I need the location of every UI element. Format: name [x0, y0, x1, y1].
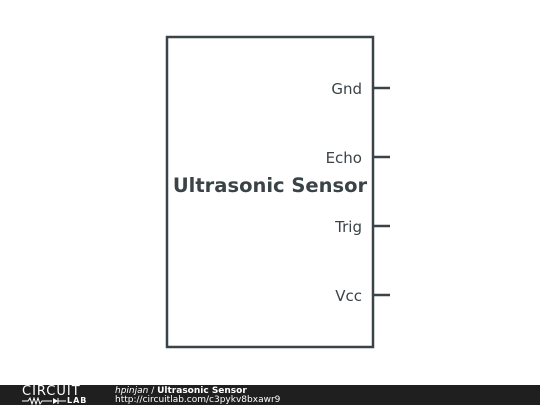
pin-label-gnd: Gnd — [331, 80, 362, 98]
project-name[interactable]: Ultrasonic Sensor — [157, 386, 247, 396]
project-url[interactable]: http://circuitlab.com/c3pykv8bxawr9 — [115, 395, 281, 405]
footer-bar: CIRCUIT LAB hpinjan / Ultrasonic Sensor … — [0, 385, 540, 405]
credit-separator: / — [148, 386, 158, 396]
schematic-diagram: Gnd Echo Trig Vcc Ultrasonic Sensor — [165, 35, 390, 349]
logo-text-circuit: CIRCUIT — [22, 384, 81, 399]
pin-label-echo: Echo — [326, 149, 362, 167]
component-body[interactable] — [165, 35, 375, 349]
author-name[interactable]: hpinjan — [115, 386, 149, 396]
credit-line: hpinjan / Ultrasonic Sensor — [115, 386, 247, 396]
circuitlab-logo[interactable]: CIRCUIT LAB — [22, 385, 94, 405]
logo-text-lab: LAB — [67, 396, 88, 405]
component-title: Ultrasonic Sensor — [173, 174, 368, 197]
pin-label-trig: Trig — [334, 218, 362, 236]
resistor-icon — [22, 397, 66, 405]
pin-label-vcc: Vcc — [335, 287, 362, 305]
